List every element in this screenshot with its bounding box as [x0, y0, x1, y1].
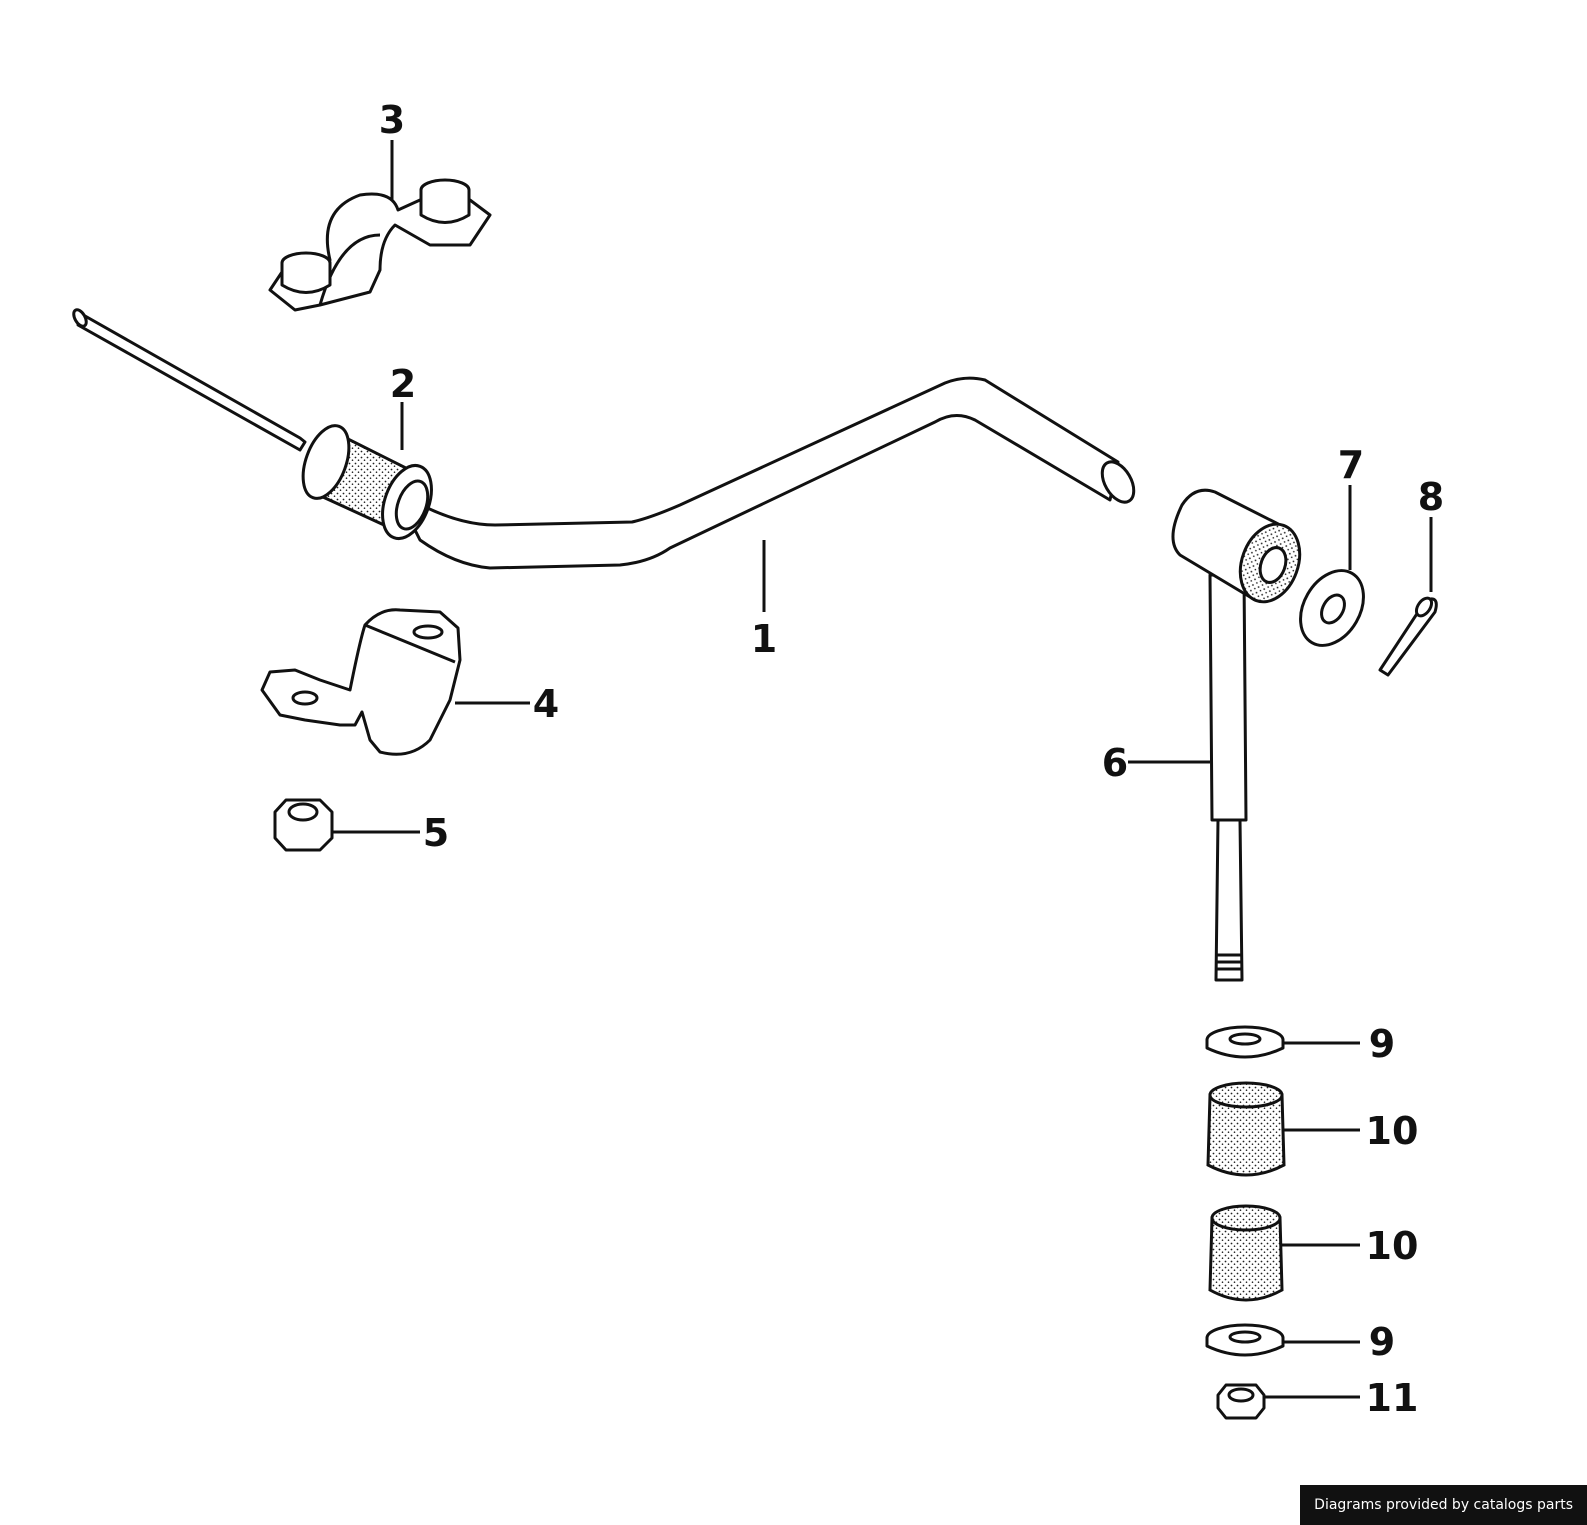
callout-5: 5 — [423, 811, 449, 855]
callout-labels: 1 2 3 4 5 6 7 8 9 10 10 9 11 — [379, 98, 1444, 1420]
callout-7: 7 — [1338, 443, 1364, 487]
callout-4: 4 — [533, 682, 559, 726]
link-washer-bottom — [1205, 1323, 1285, 1357]
callout-11: 11 — [1366, 1376, 1419, 1420]
flange-nut — [273, 798, 334, 852]
callout-8: 8 — [1418, 475, 1444, 519]
callout-2: 2 — [390, 362, 416, 406]
bar-bushing — [301, 424, 433, 540]
washer — [1299, 569, 1365, 647]
callout-9-top: 9 — [1369, 1022, 1395, 1066]
callout-10-bottom: 10 — [1366, 1224, 1419, 1268]
link-bushing-bottom — [1208, 1204, 1284, 1302]
callout-10-top: 10 — [1366, 1109, 1419, 1153]
callout-1: 1 — [751, 617, 777, 661]
credit-banner: Diagrams provided by catalogs parts — [1300, 1485, 1587, 1525]
credit-text: Diagrams provided by catalogs parts — [1314, 1497, 1573, 1513]
callout-9-bottom: 9 — [1369, 1320, 1395, 1364]
callout-3: 3 — [379, 98, 405, 142]
stabilizer-bar — [72, 308, 1136, 570]
link-washer-top — [1205, 1025, 1285, 1059]
callout-6: 6 — [1102, 741, 1128, 785]
leader-lines — [332, 140, 1433, 1399]
lower-clamp — [260, 608, 462, 756]
link-bolt — [1171, 488, 1302, 982]
link-bushing-top — [1206, 1081, 1286, 1177]
link-nut — [1216, 1383, 1266, 1420]
upper-clamp — [268, 178, 492, 312]
cotter-pin — [1378, 596, 1438, 677]
